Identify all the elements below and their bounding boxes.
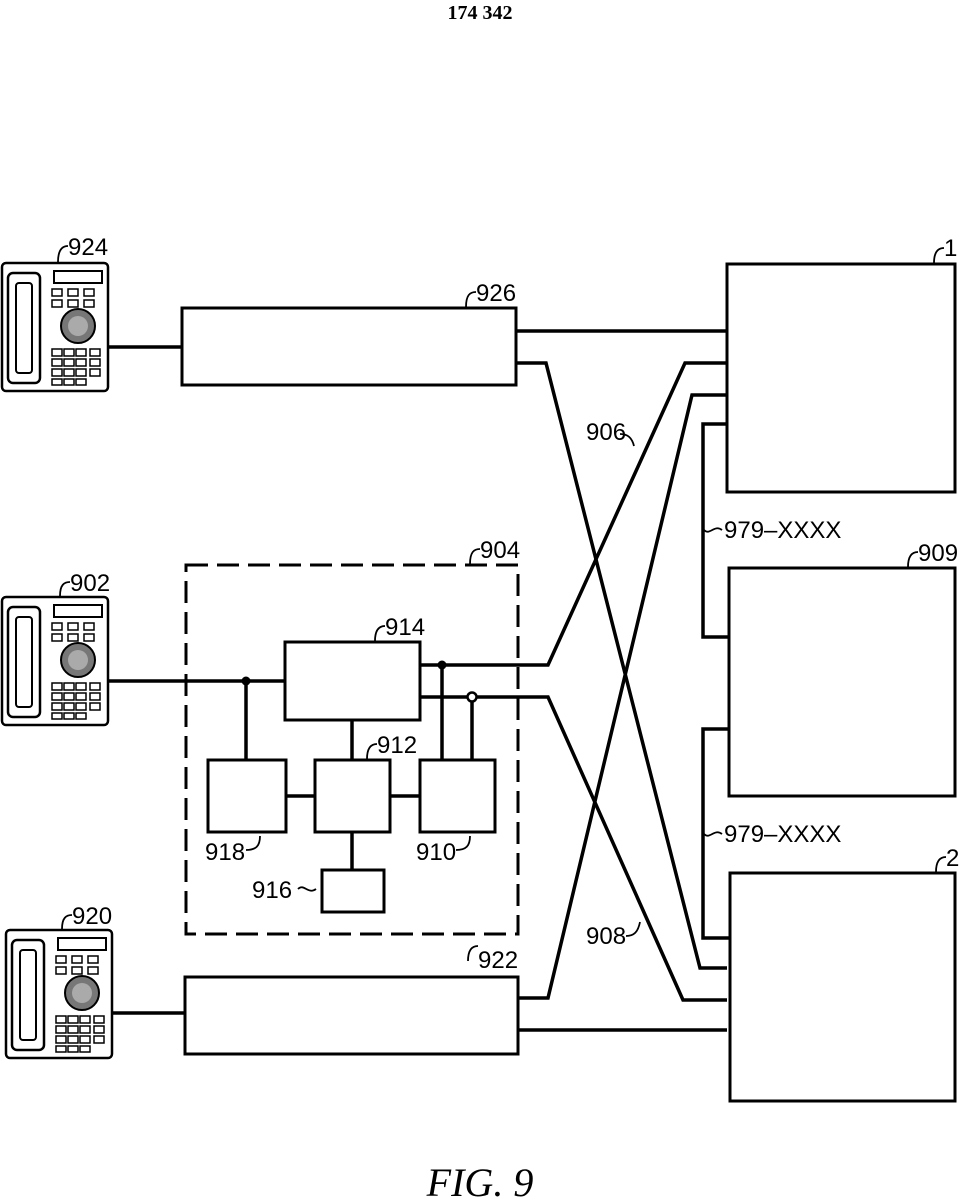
line-number-upper [701, 422, 729, 639]
label-916: 916 [252, 877, 292, 904]
telephone-924-icon [0, 261, 110, 393]
label-number-upper: 979–XXXX [724, 517, 841, 544]
leader-918 [245, 835, 261, 851]
leader-number-upper [703, 527, 723, 533]
telephone-902-icon [0, 595, 110, 727]
leader-920 [61, 914, 73, 930]
telephone-920-icon [4, 928, 114, 1060]
label-910: 910 [416, 839, 456, 866]
label-1: 1 [944, 235, 957, 262]
leader-2 [935, 856, 947, 873]
box-922 [183, 975, 520, 1056]
label-920: 920 [72, 903, 112, 930]
label-912: 912 [377, 732, 417, 759]
leader-914 [374, 625, 386, 642]
leader-number-lower [703, 831, 723, 837]
box-912 [313, 758, 392, 834]
label-2: 2 [946, 845, 959, 872]
leader-906 [619, 433, 635, 447]
label-918: 918 [205, 839, 245, 866]
junction-dot [466, 691, 478, 703]
junction-dot [241, 676, 251, 686]
connection-lines [108, 329, 730, 1032]
box-904-dashed [184, 563, 520, 936]
leader-922 [467, 945, 479, 962]
label-number-lower: 979–XXXX [724, 821, 841, 848]
line-922-to-1 [518, 393, 727, 1000]
line-926-to-2 [516, 361, 727, 970]
leader-909 [907, 551, 919, 568]
box-918 [206, 758, 288, 834]
box-926 [180, 306, 518, 387]
line-number-lower [701, 727, 730, 940]
label-904: 904 [480, 537, 520, 564]
label-914: 914 [385, 614, 425, 641]
figure-caption: FIG. 9 [426, 1160, 534, 1204]
box-910 [418, 758, 497, 834]
label-908: 908 [586, 923, 626, 950]
label-902: 902 [70, 570, 110, 597]
leader-924 [57, 245, 69, 263]
leader-910 [455, 835, 471, 851]
leader-908 [625, 921, 641, 937]
page-number: 174 342 [448, 2, 513, 24]
box-909 [727, 566, 957, 798]
label-909: 909 [918, 540, 958, 567]
box-916 [320, 868, 386, 914]
label-906: 906 [586, 419, 626, 446]
line-906 [420, 361, 727, 667]
leader-904 [469, 548, 481, 565]
box-2 [728, 871, 957, 1103]
leader-912 [366, 743, 378, 760]
box-1 [725, 262, 957, 494]
junction-dot [437, 660, 447, 670]
leader-902 [59, 581, 71, 597]
label-924: 924 [68, 234, 108, 261]
label-922: 922 [478, 947, 518, 974]
label-926: 926 [476, 280, 516, 307]
box-914 [283, 640, 422, 722]
leader-926 [465, 291, 477, 308]
leader-916 [297, 886, 317, 892]
leader-lines [57, 245, 947, 962]
leader-1 [933, 247, 945, 264]
line-908 [420, 695, 727, 1002]
